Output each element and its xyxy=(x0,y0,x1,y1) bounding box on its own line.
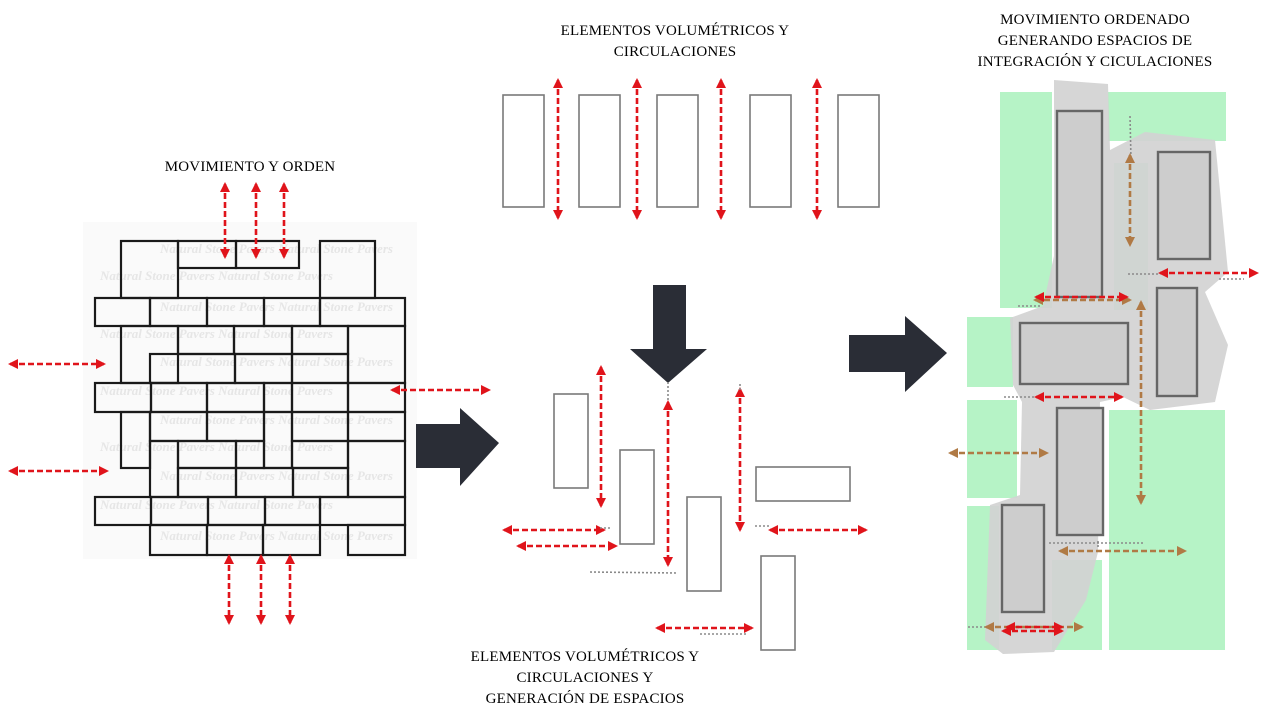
green-space xyxy=(1108,92,1226,141)
green-space xyxy=(967,400,1017,498)
volume-block xyxy=(837,94,880,208)
volume-block xyxy=(1055,109,1104,299)
green-space xyxy=(1109,410,1225,650)
volume-block xyxy=(619,449,655,545)
volume-block xyxy=(553,393,589,489)
label-line: CIRCULACIONES xyxy=(613,44,737,60)
volume-block xyxy=(1155,286,1199,398)
paver-watermark-text: Natural Stone Pavers Natural Stone Paver… xyxy=(99,497,333,512)
label-line: MOVIMIENTO Y ORDEN xyxy=(164,159,336,175)
green-space xyxy=(1000,92,1052,308)
label-line: INTEGRACIÓN Y CICULACIONES xyxy=(977,54,1213,70)
paver-watermark-text: Natural Stone Pavers Natural Stone Paver… xyxy=(159,528,393,543)
volume-block xyxy=(1055,406,1105,537)
paver-watermark-text: Natural Stone Pavers Natural Stone Paver… xyxy=(99,268,333,283)
label-movimiento-y-orden: MOVIMIENTO Y ORDEN xyxy=(130,157,370,178)
volume-block xyxy=(502,94,545,208)
paver-watermark-text: Natural Stone Pavers Natural Stone Paver… xyxy=(159,354,393,369)
label-line: GENERANDO ESPACIOS DE xyxy=(997,33,1193,49)
paver-watermark-text: Natural Stone Pavers Natural Stone Paver… xyxy=(159,299,393,314)
paver-watermark-text: Natural Stone Pavers Natural Stone Paver… xyxy=(159,412,393,427)
paver-stone xyxy=(234,239,301,270)
paver-watermark-text: Natural Stone Pavers Natural Stone Paver… xyxy=(159,468,393,483)
label-line: CIRCULACIONES Y xyxy=(516,670,654,686)
volume-block xyxy=(760,555,796,651)
volume-block xyxy=(755,466,851,502)
label-elementos-generacion-espacios: ELEMENTOS VOLUMÉTRICOS Y CIRCULACIONES Y… xyxy=(425,647,745,710)
label-line: MOVIMIENTO ORDENADO xyxy=(1000,12,1190,28)
volume-block xyxy=(1018,321,1130,386)
volume-block xyxy=(1156,150,1212,261)
label-movimiento-ordenado: MOVIMIENTO ORDENADO GENERANDO ESPACIOS D… xyxy=(950,10,1240,73)
paver-watermark-text: Natural Stone Pavers Natural Stone Paver… xyxy=(159,241,393,256)
volume-block xyxy=(749,94,792,208)
right-block-arrow xyxy=(849,316,947,392)
volume-block xyxy=(686,496,722,592)
right-block-arrow xyxy=(416,408,499,486)
volume-block xyxy=(1000,503,1046,614)
volume-block xyxy=(578,94,621,208)
paver-watermark-text: Natural Stone Pavers Natural Stone Paver… xyxy=(99,383,333,398)
paver-stone xyxy=(346,523,407,557)
dotted-guide xyxy=(1129,115,1132,161)
volume-block xyxy=(656,94,699,208)
paver-background xyxy=(83,222,417,559)
label-elementos-circulaciones: ELEMENTOS VOLUMÉTRICOS Y CIRCULACIONES xyxy=(515,21,835,63)
dotted-guide xyxy=(589,571,678,574)
label-line: GENERACIÓN DE ESPACIOS xyxy=(485,691,685,707)
paver-watermark-text: Natural Stone Pavers Natural Stone Paver… xyxy=(99,439,333,454)
label-line: ELEMENTOS VOLUMÉTRICOS Y xyxy=(560,23,790,39)
down-block-arrow xyxy=(630,285,707,383)
label-line: ELEMENTOS VOLUMÉTRICOS Y xyxy=(470,649,700,665)
paver-watermark-text: Natural Stone Pavers Natural Stone Paver… xyxy=(99,326,333,341)
green-space xyxy=(967,317,1013,387)
